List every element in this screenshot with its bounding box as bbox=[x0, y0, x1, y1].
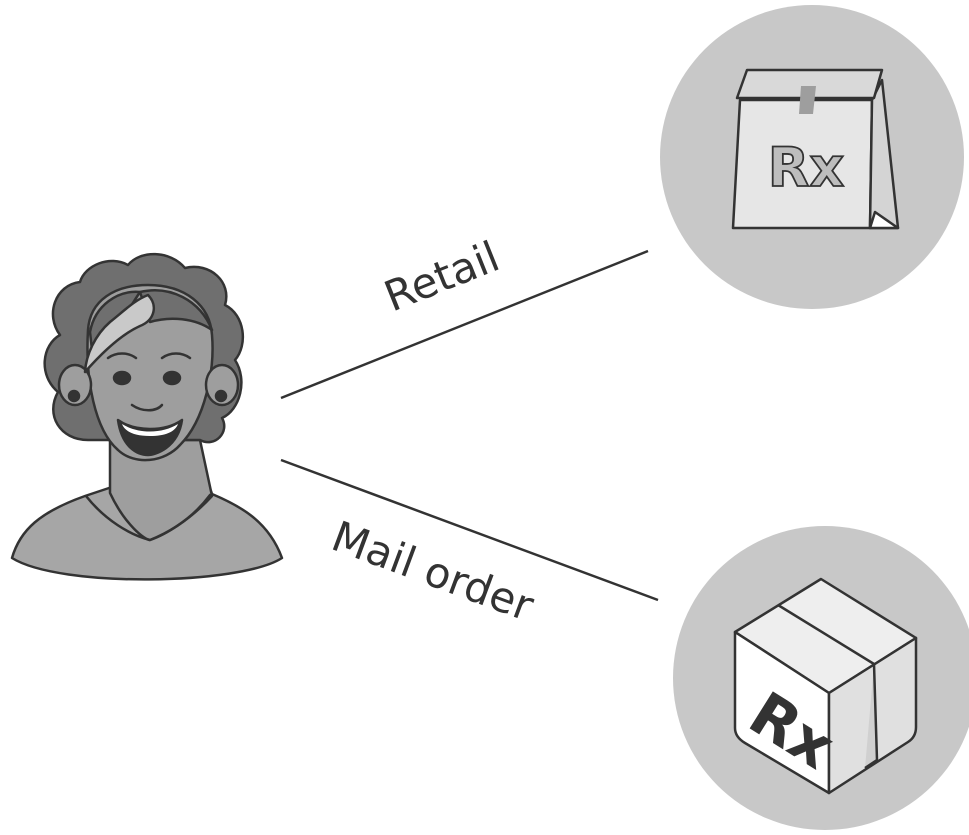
shipping-box-icon bbox=[733, 577, 918, 795]
mail-order-icon-group: Rx bbox=[673, 526, 969, 830]
retail-connector-line bbox=[280, 249, 649, 400]
pharmacy-bag-icon bbox=[731, 68, 900, 230]
retail-icon-group: Rx bbox=[660, 5, 964, 309]
mail-order-connector-line bbox=[280, 458, 659, 602]
mail-order-label: Mail order bbox=[326, 511, 541, 631]
woman-avatar-icon bbox=[10, 252, 284, 581]
retail-label: Retail bbox=[378, 232, 506, 322]
retail-rx-symbol: Rx bbox=[768, 136, 845, 199]
